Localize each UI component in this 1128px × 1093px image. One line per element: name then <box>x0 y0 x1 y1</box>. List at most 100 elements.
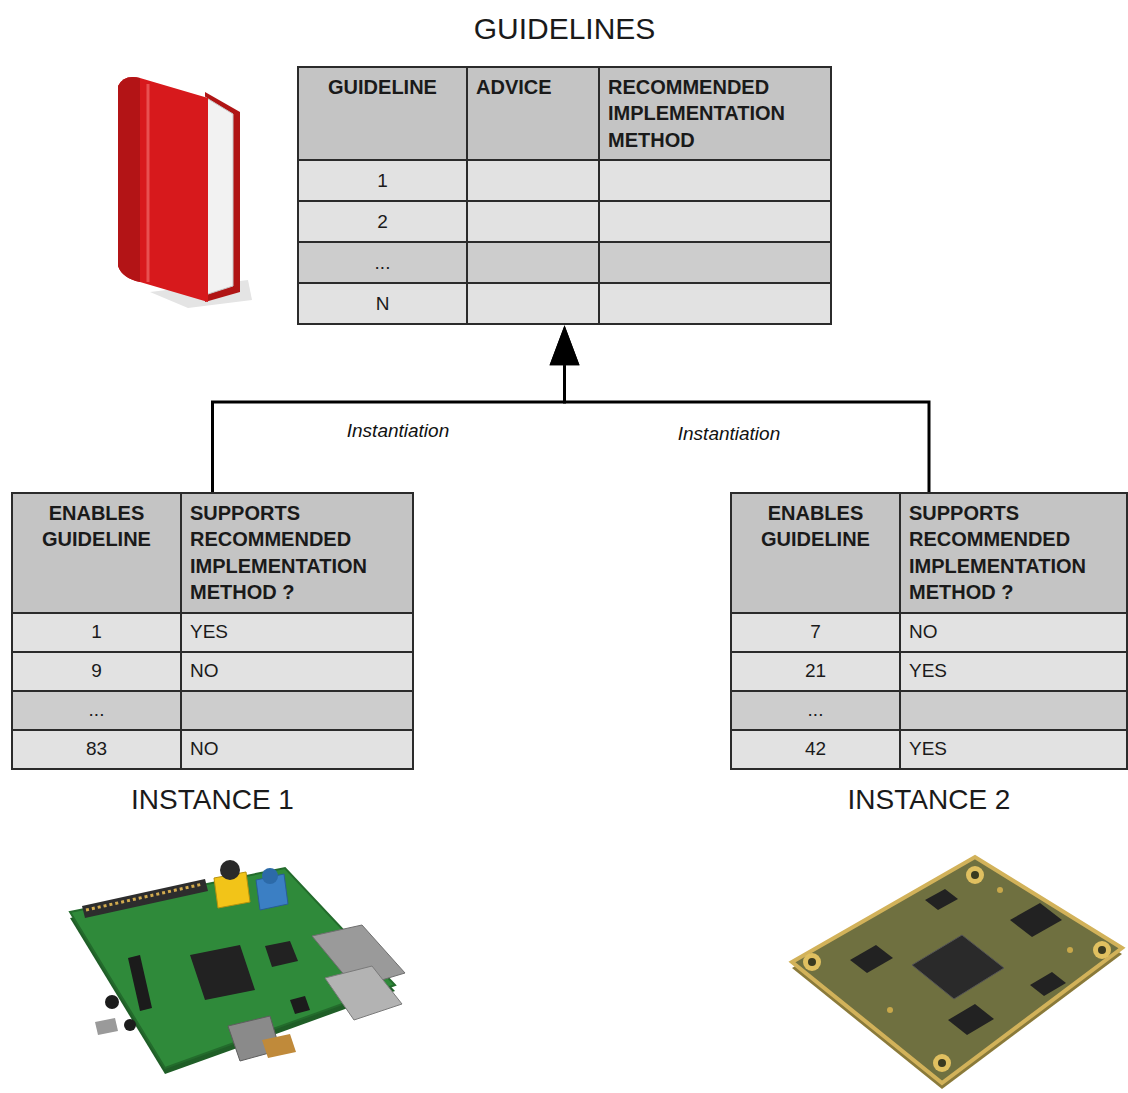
cpu-chip <box>190 945 255 1000</box>
cell-text: 83 <box>86 738 107 760</box>
table-cell <box>182 692 412 729</box>
column-header: GUIDELINE <box>328 74 437 100</box>
table-cell: 1 <box>13 614 180 651</box>
column-header: RECOMMENDED IMPLEMENTATION METHOD <box>608 74 822 153</box>
table-cell: YES <box>182 614 412 651</box>
table-cell: ... <box>299 243 466 282</box>
header-cell: SUPPORTS RECOMMENDED IMPLEMENTATION METH… <box>182 494 412 612</box>
usb-port <box>325 966 402 1020</box>
table-cell: N <box>299 284 466 323</box>
table-cell <box>468 284 598 323</box>
mount-hole-center <box>1098 946 1106 954</box>
edge-label: Instantiation <box>675 423 783 445</box>
cell-text: 2 <box>377 211 388 233</box>
component <box>1067 947 1073 953</box>
cell-text: ... <box>89 699 105 721</box>
book-spine <box>118 77 140 282</box>
cell-text: 1 <box>377 170 388 192</box>
book-highlight <box>147 84 150 282</box>
raspberry-pi-board <box>70 860 405 1074</box>
column-header: ENABLES GUIDELINE <box>21 500 172 553</box>
table-grid: ENABLES GUIDELINE SUPPORTS RECOMMENDED IM… <box>11 492 414 770</box>
table-cell <box>600 202 830 241</box>
cell-text: NO <box>190 738 219 760</box>
table-cell: ... <box>732 692 899 729</box>
module-board <box>792 857 1122 1083</box>
edge-label: Instantiation <box>344 420 452 442</box>
connector <box>213 325 580 492</box>
capacitor <box>105 995 119 1009</box>
book-cover <box>118 77 208 302</box>
book-back-cover <box>205 92 240 302</box>
table-cell: NO <box>182 731 412 768</box>
rca-socket <box>220 860 240 880</box>
small-chip <box>290 996 310 1014</box>
cell-text: 42 <box>805 738 826 760</box>
table-title: INSTANCE 2 <box>630 784 1128 816</box>
mount-hole <box>933 1054 951 1072</box>
header-cell: SUPPORTS RECOMMENDED IMPLEMENTATION METH… <box>901 494 1126 612</box>
book-icon <box>118 77 252 308</box>
component <box>887 1007 893 1013</box>
cell-text: 1 <box>91 621 102 643</box>
cell-text: 7 <box>810 621 821 643</box>
small-chip <box>948 1004 994 1035</box>
column-header: SUPPORTS RECOMMENDED IMPLEMENTATION METH… <box>909 500 1118 606</box>
table-cell: YES <box>901 653 1126 690</box>
mount-hole-center <box>808 958 816 966</box>
table-cell: 7 <box>732 614 899 651</box>
fpga-module <box>792 857 1122 1089</box>
table-grid: ENABLES GUIDELINE SUPPORTS RECOMMENDED IM… <box>730 492 1128 770</box>
small-chip <box>925 889 958 910</box>
header-cell: RECOMMENDED IMPLEMENTATION METHOD <box>600 68 830 159</box>
component <box>997 887 1003 893</box>
header-cell: ENABLES GUIDELINE <box>13 494 180 612</box>
cell-text: NO <box>909 621 938 643</box>
fpga-chip <box>912 935 1004 999</box>
header-cell: ENABLES GUIDELINE <box>732 494 899 612</box>
ribbon-connector <box>128 955 152 1011</box>
gpio-header <box>82 879 208 918</box>
table-box: GUIDELINE ADVICE RECOMMENDED IMPLEMENTATIO… <box>297 66 832 325</box>
mount-hole <box>966 866 984 884</box>
small-chip <box>1030 972 1066 996</box>
table-cell: NO <box>901 614 1126 651</box>
table-cell <box>600 284 830 323</box>
column-header: SUPPORTS RECOMMENDED IMPLEMENTATION METH… <box>190 500 404 606</box>
book-pages <box>205 97 233 295</box>
table-cell: ... <box>13 692 180 729</box>
column-header: ENABLES GUIDELINE <box>740 500 891 553</box>
cell-text: ... <box>808 699 824 721</box>
column-header: ADVICE <box>476 74 552 100</box>
cell-text: YES <box>909 738 947 760</box>
arrow-head <box>550 325 580 365</box>
cell-text: ... <box>375 252 391 274</box>
cell-text: 21 <box>805 660 826 682</box>
table-box: ENABLES GUIDELINE SUPPORTS RECOMMENDED IM… <box>11 492 414 770</box>
audio-socket <box>262 868 278 884</box>
table-title: GUIDELINES <box>197 12 932 47</box>
mount-hole <box>803 953 821 971</box>
cell-text: 9 <box>91 660 102 682</box>
table-cell <box>468 243 598 282</box>
memory-chip <box>1010 903 1062 937</box>
connector <box>550 325 930 492</box>
header-cell: ADVICE <box>468 68 598 159</box>
table-box: ENABLES GUIDELINE SUPPORTS RECOMMENDED IM… <box>730 492 1128 770</box>
cell-text: YES <box>190 621 228 643</box>
arrow-head <box>550 325 580 365</box>
small-chip <box>265 941 298 967</box>
mount-hole-center <box>971 871 979 879</box>
table-cell: NO <box>182 653 412 690</box>
table-cell <box>600 243 830 282</box>
table-cell: 21 <box>732 653 899 690</box>
connector-line <box>213 365 565 492</box>
table-cell: 1 <box>299 161 466 200</box>
table-cell: 2 <box>299 202 466 241</box>
memory-chip <box>850 945 893 973</box>
table-cell: YES <box>901 731 1126 768</box>
table-cell: 83 <box>13 731 180 768</box>
table-grid: GUIDELINE ADVICE RECOMMENDED IMPLEMENTATIO… <box>297 66 832 325</box>
capacitor <box>124 1019 136 1031</box>
connector-line <box>565 365 930 492</box>
